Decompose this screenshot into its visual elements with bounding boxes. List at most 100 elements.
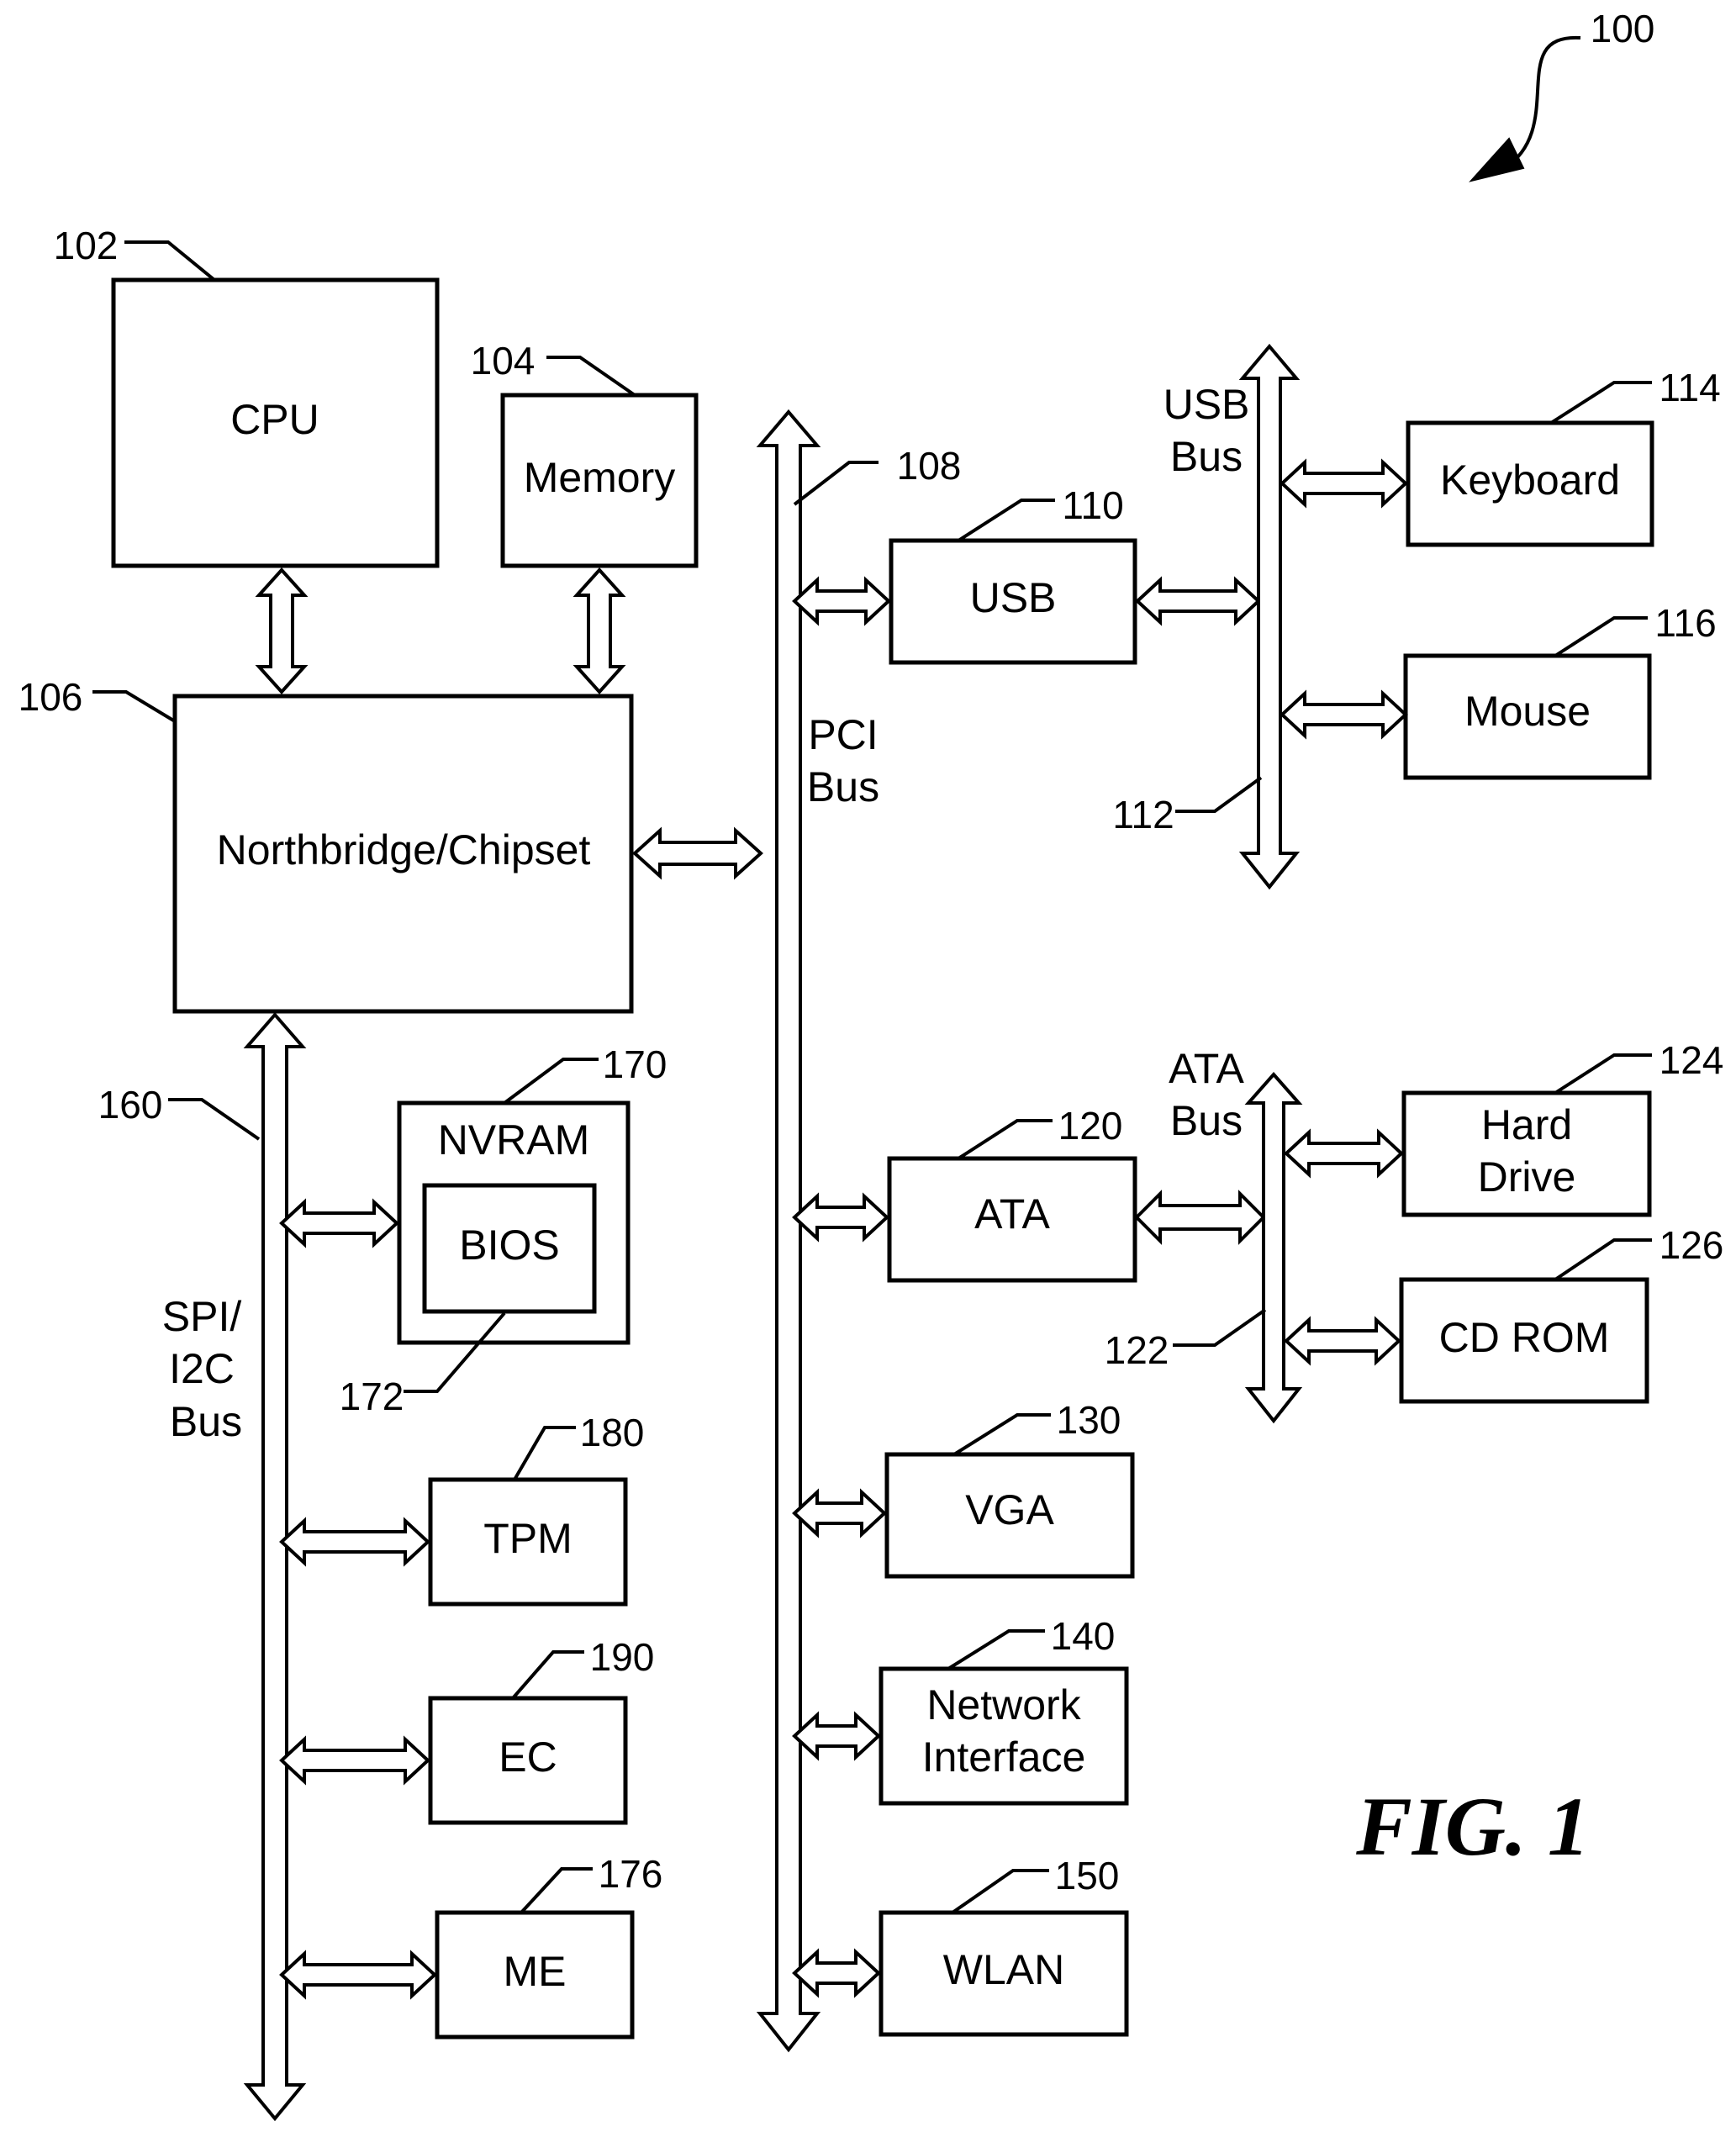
pci-bus-ref-leader	[794, 462, 879, 504]
cpu-label: CPU	[230, 396, 319, 443]
nvram-label: NVRAM	[438, 1116, 590, 1164]
ata-label: ATA	[974, 1190, 1050, 1238]
northbridge-ref: 106	[18, 675, 83, 719]
pci-wlan-arrow-icon	[794, 1952, 879, 1994]
ata-block: ATA	[889, 1158, 1135, 1280]
tpm-ref-leader	[514, 1427, 576, 1480]
mouse-block: Mouse	[1406, 656, 1649, 778]
hard-drive-ref: 124	[1659, 1038, 1724, 1082]
spi-bus-label-1: SPI/	[162, 1293, 242, 1340]
spi-ec-arrow-icon	[282, 1739, 428, 1781]
usb-block: USB	[891, 541, 1135, 662]
bios-block: BIOS	[425, 1185, 594, 1311]
wlan-ref-leader	[952, 1871, 1049, 1913]
figure-caption: FIG. 1	[1355, 1780, 1590, 1873]
usbbus-mouse-arrow-icon	[1282, 694, 1406, 736]
usb-bus-ref-leader	[1175, 778, 1261, 811]
nvram-ref-leader	[504, 1059, 599, 1103]
northbridge-label: Northbridge/Chipset	[217, 826, 591, 873]
cd-rom-ref: 126	[1659, 1223, 1724, 1267]
northbridge-pci-arrow-icon	[635, 831, 761, 876]
memory-ref: 104	[471, 339, 536, 383]
cpu-northbridge-arrow-icon	[259, 570, 304, 692]
usb-ref: 110	[1062, 483, 1123, 527]
vga-ref: 130	[1057, 1398, 1121, 1442]
hard-drive-label-2: Drive	[1478, 1153, 1576, 1201]
tpm-ref: 180	[580, 1411, 645, 1454]
mouse-label: Mouse	[1464, 688, 1591, 735]
ec-block: EC	[430, 1698, 625, 1823]
spi-bus-ref-leader	[168, 1100, 259, 1139]
mouse-ref: 116	[1654, 601, 1716, 645]
pci-bus-ref: 108	[897, 444, 962, 488]
spi-tpm-arrow-icon	[282, 1521, 428, 1563]
cd-rom-block: CD ROM	[1401, 1280, 1647, 1401]
bios-label: BIOS	[459, 1222, 559, 1269]
wlan-ref: 150	[1055, 1854, 1120, 1897]
wlan-block: WLAN	[881, 1913, 1127, 2034]
figure-ref-arrowhead-icon	[1471, 139, 1523, 181]
usb-bus-label-2: Bus	[1170, 433, 1243, 480]
pci-network-interface-arrow-icon	[794, 1715, 879, 1757]
spi-bus-icon	[247, 1015, 303, 2119]
ata-bus-label-1: ATA	[1169, 1045, 1244, 1092]
keyboard-ref: 114	[1659, 366, 1720, 409]
spi-nvram-arrow-icon	[282, 1202, 397, 1244]
pci-usb-arrow-icon	[794, 580, 889, 622]
network-interface-ref: 140	[1051, 1614, 1116, 1658]
wlan-label: WLAN	[943, 1946, 1064, 1993]
pci-bus-label-1: PCI	[808, 711, 878, 758]
memory-ref-leader	[546, 357, 635, 395]
mouse-ref-leader	[1555, 618, 1648, 656]
tpm-label: TPM	[483, 1515, 573, 1562]
usb-bus-icon	[1243, 346, 1296, 887]
hard-drive-label-1: Hard	[1481, 1101, 1572, 1148]
cpu-block: CPU	[113, 280, 437, 566]
cd-rom-label: CD ROM	[1439, 1314, 1610, 1361]
usb-bus-label-1: USB	[1163, 381, 1250, 428]
ata-bus-icon	[1248, 1074, 1299, 1421]
spi-bus-label-2: I2C	[169, 1345, 235, 1392]
bios-ref: 172	[340, 1375, 404, 1418]
usb-bus-ref: 112	[1112, 793, 1174, 836]
ata-ref: 120	[1058, 1104, 1123, 1148]
spi-bus-label-3: Bus	[170, 1398, 242, 1445]
network-interface-label-2: Interface	[922, 1734, 1086, 1781]
memory-label: Memory	[524, 454, 676, 501]
vga-block: VGA	[887, 1454, 1132, 1576]
cpu-ref-leader	[124, 242, 214, 280]
usb-usbbus-arrow-icon	[1137, 580, 1258, 622]
atabus-cd-rom-arrow-icon	[1286, 1320, 1399, 1362]
usbbus-keyboard-arrow-icon	[1282, 462, 1406, 504]
hard-drive-block: Hard Drive	[1404, 1093, 1649, 1215]
network-interface-ref-leader	[948, 1631, 1045, 1669]
spi-me-arrow-icon	[282, 1954, 435, 1996]
me-ref: 176	[599, 1852, 663, 1896]
memory-northbridge-arrow-icon	[577, 570, 622, 692]
nvram-ref: 170	[603, 1042, 667, 1086]
cd-rom-ref-leader	[1555, 1240, 1652, 1280]
ata-atabus-arrow-icon	[1137, 1194, 1264, 1241]
pci-bus-label-2: Bus	[807, 763, 879, 810]
northbridge-ref-leader	[92, 692, 175, 721]
hard-drive-ref-leader	[1555, 1055, 1652, 1093]
keyboard-ref-leader	[1551, 383, 1652, 423]
vga-label: VGA	[965, 1486, 1054, 1533]
pci-vga-arrow-icon	[794, 1492, 884, 1534]
usb-ref-leader	[958, 500, 1055, 541]
memory-block: Memory	[503, 395, 696, 566]
figure-ref-leader	[1505, 38, 1580, 168]
me-label: ME	[504, 1948, 567, 1995]
ata-bus-label-2: Bus	[1170, 1097, 1243, 1144]
ata-bus-ref-leader	[1173, 1310, 1265, 1345]
cpu-ref: 102	[54, 224, 119, 267]
me-block: ME	[437, 1913, 632, 2037]
ec-label: EC	[499, 1734, 557, 1781]
ec-ref-leader	[513, 1652, 584, 1698]
ata-ref-leader	[958, 1121, 1053, 1158]
spi-bus-ref: 160	[98, 1083, 163, 1127]
usb-label: USB	[970, 574, 1057, 621]
network-interface-block: Network Interface	[881, 1669, 1127, 1803]
keyboard-label: Keyboard	[1440, 456, 1620, 504]
